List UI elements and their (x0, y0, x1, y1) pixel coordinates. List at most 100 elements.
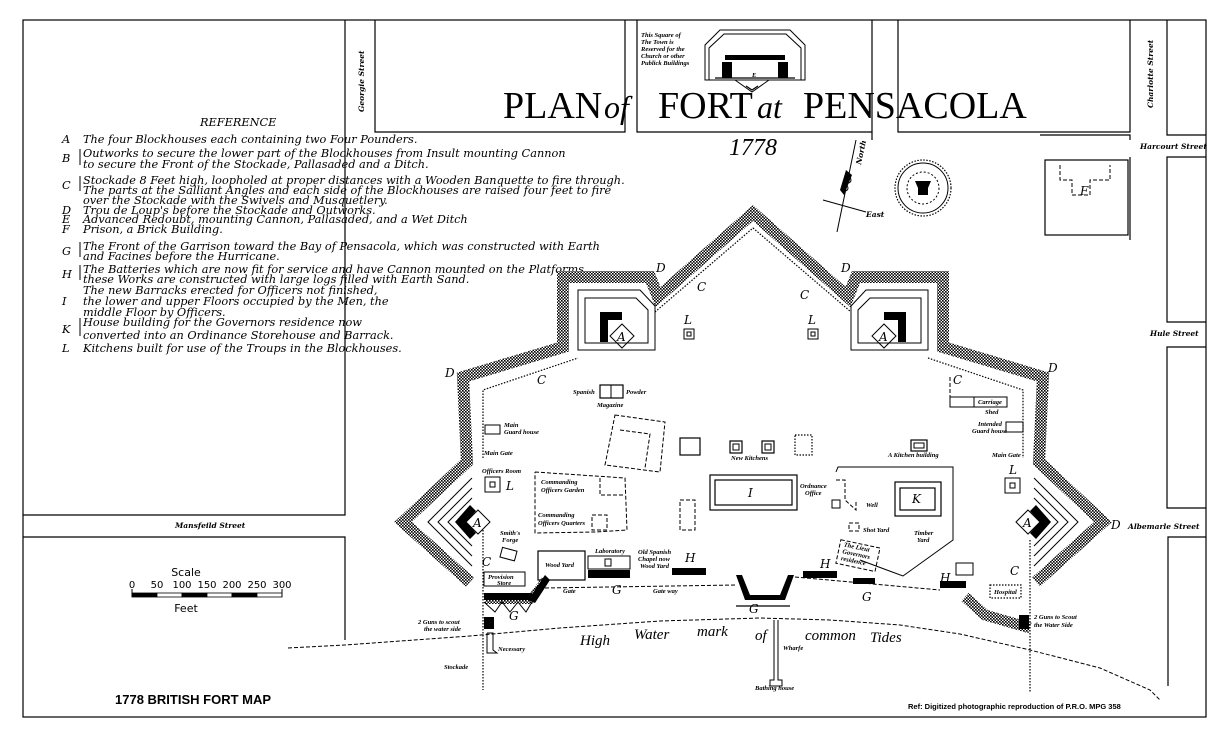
carriage-shed: Carriage Shed (949, 377, 1008, 416)
label-guns-east: the Water Side (1034, 622, 1073, 629)
smiths-forge: Smith's Forge (499, 530, 521, 562)
scale-segment (231, 592, 258, 598)
letter-D: D (444, 366, 455, 380)
letter-D: D (655, 261, 666, 275)
reference-heading: REFERENCE (199, 116, 277, 129)
letter-G: G (862, 590, 872, 604)
label-shot-yard: Shot Yard (863, 527, 890, 534)
reference-line: The new Barracks erected for Officers no… (83, 284, 377, 297)
scale-tick-label: 0 (129, 580, 135, 591)
label-guns-west: the water side (424, 626, 461, 633)
title-at: at (757, 89, 783, 125)
letter-D: D (1047, 361, 1058, 375)
scale-segment (256, 592, 283, 598)
block-east-2 (1166, 346, 1206, 509)
new-kitchens: New Kitchens (729, 440, 775, 462)
barracks-I: I (709, 474, 798, 511)
reference-letter: F (61, 223, 71, 236)
shore-word: common (805, 628, 856, 644)
label-bathing-house: Bathing house (754, 685, 794, 692)
reference-letter: I (61, 295, 67, 308)
label-timber: Timber (914, 530, 934, 537)
fort-plan: A A A A D D D D D C (394, 204, 1121, 692)
letter-G: G (509, 609, 519, 623)
letter-I: I (747, 486, 753, 500)
garrison-front: Gate Gate way G G G G H H H 2 Guns to sc… (417, 551, 1077, 633)
reference-letter: B (61, 152, 70, 165)
scale-tick-label: 50 (151, 580, 164, 591)
title-year: 1778 (729, 135, 777, 161)
letter-E: E (751, 72, 757, 79)
street-labels: Georgie Street Charlotte Street Harcourt… (174, 39, 1207, 531)
reference-line: converted into an Ordinance Storehouse a… (83, 329, 394, 342)
letter-C: C (953, 373, 962, 387)
label-well: Well (866, 502, 878, 509)
map-caption: 1778 BRITISH FORT MAP (115, 692, 271, 707)
church-square: This Square of The Town is Reserved for … (640, 29, 806, 93)
label-ordnance: Office (805, 490, 822, 497)
letter-H: H (939, 571, 951, 585)
shore-word: High (579, 633, 610, 649)
fort-buildings: Spanish Powder Magazine Main Guard house… (482, 377, 1024, 599)
letter-D: D (840, 261, 851, 275)
scale-segment (181, 592, 208, 598)
reference-line: Trou de Loup's before the Stockade and O… (83, 204, 376, 217)
scale-tick-label: 100 (172, 580, 191, 591)
label-hospital: Hospital (993, 589, 1017, 596)
block-northeast (897, 20, 1131, 133)
reference-line: Outworks to secure the lower part of the… (83, 147, 566, 160)
label-necessary: Necessary (497, 646, 525, 653)
reference-line: Advanced Redoubt, mounting Cannon, Palla… (82, 213, 468, 226)
label-cmd-garden: Commanding (541, 479, 578, 486)
map-border (22, 19, 1207, 718)
block-southwest (23, 536, 346, 640)
lt-governors-residence: The Lieut Governors residence (835, 539, 881, 573)
reference-line: over the Stockade with the Swivels and M… (83, 194, 388, 207)
letter-C: C (800, 288, 809, 302)
block-title (374, 20, 626, 133)
letter-D: D (1110, 518, 1121, 532)
provision-store: Provision Store (483, 571, 526, 587)
building (679, 437, 701, 456)
wood-yard: Wood Yard (537, 550, 586, 581)
high-water-line (287, 617, 1161, 701)
letter-G: G (749, 602, 759, 616)
label-ordnance: Ordnance (800, 483, 827, 490)
label-shed: Shed (985, 409, 999, 416)
letter-G: G (612, 583, 622, 597)
label-intended: Guard house (972, 428, 1007, 435)
letter-C: C (537, 373, 546, 387)
label-magazine: Magazine (596, 402, 623, 409)
label-gate-way: Gate way (653, 588, 678, 595)
block-east-1 (1166, 156, 1206, 323)
label-provision: Store (497, 580, 511, 587)
reference-line: to secure the Front of the Stockade, Pal… (83, 158, 429, 171)
letter-H: H (819, 557, 831, 571)
compass-east: East (865, 210, 885, 219)
scale-segment (206, 592, 233, 598)
letter-H: H (684, 551, 696, 565)
label-kitchen-building: A Kitchen building (887, 452, 939, 459)
laboratory: Laboratory (587, 548, 631, 570)
title-of: of (604, 89, 633, 125)
street-charlotte: Charlotte Street (1146, 39, 1155, 108)
label-wharfe: Wharfe (783, 645, 803, 652)
scale-tick-label: 250 (247, 580, 266, 591)
label-smiths-forge: Forge (502, 537, 518, 544)
label-smiths-forge: Smith's (500, 530, 521, 537)
label-cmd-quarters: Commanding (538, 512, 575, 519)
reference-line: Prison, a Brick Building. (82, 223, 223, 236)
reference-line: The Front of the Garrison toward the Bay… (83, 240, 600, 253)
scale-segment (131, 592, 158, 598)
blockhouse-ne: A (850, 289, 929, 351)
scale-tick-label: 150 (197, 580, 216, 591)
main-guard-house: Main Guard house (484, 422, 539, 436)
letter-C: C (697, 280, 706, 294)
building (955, 562, 974, 576)
label-wood-yard: Wood Yard (545, 562, 575, 569)
commanding-officers-garden: Commanding Officers Garden Commanding Of… (534, 471, 628, 534)
outer-ditch (394, 204, 1112, 587)
